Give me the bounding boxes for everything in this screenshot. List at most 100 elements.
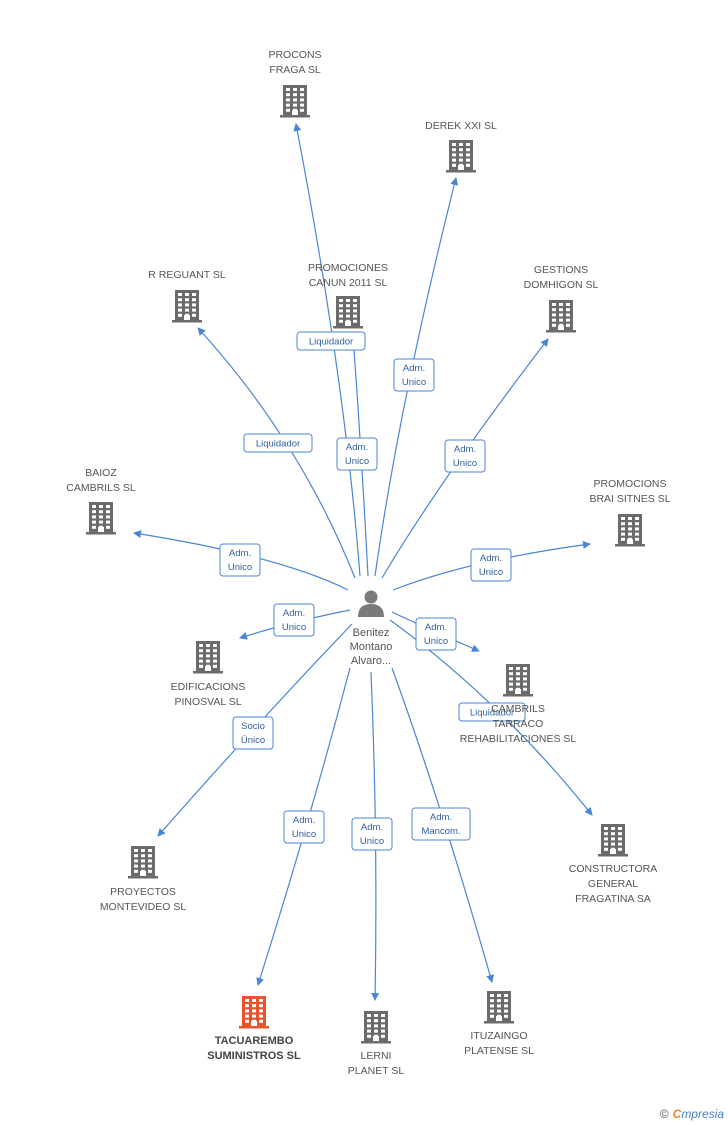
company-name: MONTEVIDEO SL — [100, 901, 187, 913]
company-name: TACUAREMBO — [215, 1035, 294, 1047]
role-badge-text: Adm. — [346, 442, 368, 453]
role-badge-box — [393, 358, 435, 392]
person-name: Alvaro... — [351, 655, 391, 667]
company-name: BRAI SITNES SL — [589, 493, 670, 505]
role-badge-derek[interactable]: Adm.Unico — [393, 358, 435, 392]
company-name: TARRACO — [493, 718, 544, 730]
company-name: PROCONS — [268, 49, 321, 61]
brand-name: mpresia — [681, 1107, 724, 1121]
role-badge-edificacions[interactable]: Adm. Unico — [273, 603, 315, 637]
company-name: DOMHIGON SL — [524, 279, 599, 291]
role-badge-box — [283, 810, 325, 844]
building-icon — [280, 85, 310, 118]
role-badge-text: Liquidador — [309, 337, 353, 348]
building-icon — [503, 664, 533, 697]
company-name: PROYECTOS — [110, 886, 176, 898]
edge-r-reguant — [197, 327, 356, 579]
company-node-r-reguant[interactable]: R REGUANT SL — [148, 269, 226, 323]
company-node-tacuarembo[interactable]: TACUAREMBO SUMINISTROS SL — [207, 996, 301, 1062]
company-name: BAIOZ — [85, 467, 117, 479]
role-badge-text: Adm. — [425, 622, 447, 633]
company-name: FRAGA SL — [269, 64, 321, 76]
company-name: FRAGATINA SA — [575, 893, 651, 905]
role-badge-box — [232, 716, 274, 750]
role-badge-constructora[interactable]: Liquidador — [458, 702, 526, 722]
company-name: REHABILITACIONES SL — [460, 733, 577, 745]
company-name: SUMINISTROS SL — [207, 1050, 301, 1062]
building-icon — [128, 846, 158, 879]
company-node-promocions-brai[interactable]: PROMOCIONS BRAI SITNES SL — [589, 478, 671, 547]
role-badge-lerni[interactable]: Adm.Unico — [351, 817, 393, 851]
company-node-lerni[interactable]: LERNI PLANET SL — [348, 1011, 405, 1077]
role-badge-text: Adm. — [430, 812, 452, 823]
building-icon — [361, 1011, 391, 1044]
role-badge-box — [351, 817, 393, 851]
company-node-proyectos[interactable]: PROYECTOS MONTEVIDEO SL — [100, 846, 187, 913]
copyright-symbol: © — [659, 1107, 669, 1121]
building-icon — [193, 641, 223, 674]
role-badge-text: Unico — [282, 622, 306, 633]
building-icon — [598, 824, 628, 857]
company-node-baioz[interactable]: BAIOZ CAMBRILS SL — [66, 467, 136, 535]
building-icon — [615, 514, 645, 547]
person-name: Benitez — [353, 627, 390, 639]
company-name: CONSTRUCTORA — [569, 863, 657, 875]
role-badge-procons[interactable]: Liquidador — [296, 331, 366, 351]
company-name: EDIFICACIONS — [171, 681, 246, 693]
building-icon — [484, 991, 514, 1024]
company-name: LERNI — [361, 1050, 392, 1062]
edges-layer — [133, 123, 593, 1001]
company-node-procons[interactable]: PROCONS FRAGA SL — [268, 49, 322, 118]
role-badge-text: Mancom. — [421, 826, 460, 837]
company-node-edificacions[interactable]: EDIFICACIONS PINOSVAL SL — [171, 641, 246, 708]
role-badge-box — [336, 437, 378, 471]
role-badge-box — [296, 331, 366, 351]
role-badge-text: Socio — [241, 721, 265, 732]
company-name: CANUN 2011 SL — [309, 277, 388, 289]
company-name: CAMBRILS — [491, 703, 545, 715]
role-badge-tacuarembo[interactable]: Adm.Unico — [283, 810, 325, 844]
role-badge-text: Adm. — [293, 815, 315, 826]
role-badge-text: Adm. — [283, 608, 305, 619]
role-badge-box — [273, 603, 315, 637]
role-badge-ituzaingo[interactable]: Adm. Mancom. — [411, 807, 471, 841]
company-node-constructora[interactable]: CONSTRUCTORA GENERAL FRAGATINA SA — [569, 824, 657, 905]
company-name: PLANET SL — [348, 1065, 405, 1077]
role-badge-text: Unico — [345, 456, 369, 467]
building-icon — [333, 296, 363, 329]
person-icon — [358, 590, 384, 617]
role-badge-text: Adm. — [480, 553, 502, 564]
role-badge-text: Unico — [424, 636, 448, 647]
company-name: PINOSVAL SL — [174, 696, 241, 708]
role-badge-cambrils-tarraco[interactable]: Adm. Unico — [415, 617, 457, 651]
role-badge-text: Único — [241, 735, 265, 746]
company-name: CAMBRILS SL — [66, 482, 136, 494]
role-badge-promocions-brai[interactable]: Adm.Unico — [470, 548, 512, 582]
role-badge-baioz[interactable]: Adm.Unico — [219, 543, 261, 577]
role-badge-text: Liquidador — [256, 439, 300, 450]
center-person[interactable]: BenitezMontanoAlvaro... — [350, 590, 393, 668]
role-badge-gestions[interactable]: Adm.Unico — [444, 439, 486, 473]
building-icon — [446, 140, 476, 173]
building-icon — [239, 996, 269, 1029]
footer-brand[interactable]: ©Cmpresia — [660, 1107, 724, 1121]
brand-initial: C — [672, 1107, 682, 1121]
role-badge-text: Adm. — [361, 822, 383, 833]
company-name: GENERAL — [588, 878, 638, 890]
company-name: R REGUANT SL — [148, 269, 226, 281]
role-badge-promociones-canun[interactable]: Adm. Unico — [336, 437, 378, 471]
company-name: ITUZAINGO — [470, 1030, 527, 1042]
role-badge-text: Unico — [402, 377, 426, 388]
role-badge-text: Unico — [453, 458, 477, 469]
company-name: PROMOCIONS — [594, 478, 667, 490]
company-node-derek[interactable]: DEREK XXI SL — [425, 120, 497, 173]
company-node-cambrils-tarraco[interactable]: CAMBRILS TARRACO REHABILITACIONES SL — [460, 664, 577, 745]
role-badge-text: Unico — [228, 562, 252, 573]
building-icon — [172, 290, 202, 323]
role-badge-r-reguant[interactable]: Liquidador — [243, 433, 313, 453]
